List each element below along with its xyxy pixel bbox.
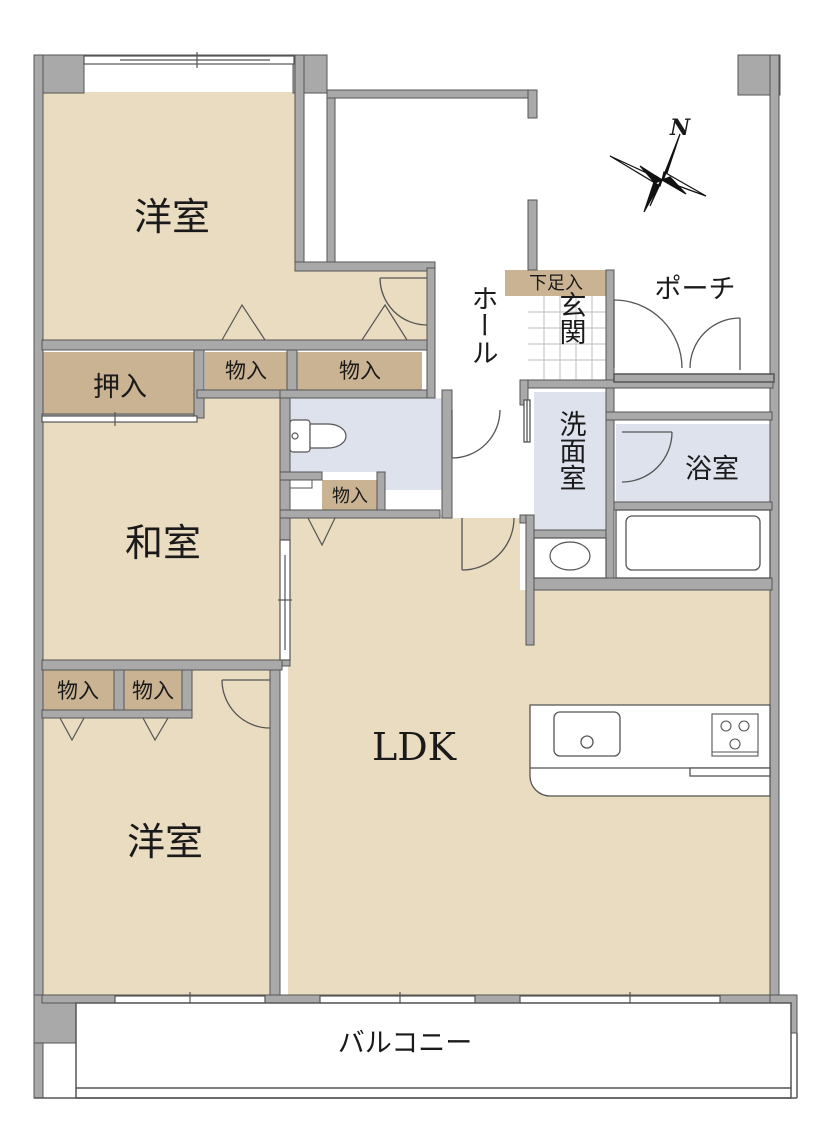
western-room-1-label: 洋室	[134, 195, 210, 239]
shoe-storage	[505, 270, 607, 296]
storage-label-1: 物入	[225, 359, 267, 383]
toilet-shelf	[289, 479, 313, 489]
washroom-label: 洗面室	[555, 410, 586, 491]
storage-closet-5	[124, 670, 182, 710]
balcony	[34, 1002, 798, 1099]
doors	[221, 277, 741, 729]
porch-railing	[613, 373, 775, 383]
japanese-room-label: 和室	[125, 521, 201, 565]
windows	[41, 52, 721, 1006]
closet-door-marks	[59, 303, 408, 742]
storage-closet-4	[42, 670, 114, 710]
shoe-storage-label: 下足入	[529, 273, 583, 294]
compass-north-label: N	[669, 115, 691, 141]
toilet-icon	[289, 419, 347, 453]
futon-closet	[42, 352, 194, 414]
western-room-1-floor	[42, 92, 427, 340]
ldk-label: LDK	[372, 725, 457, 769]
entrance-label: 玄関	[555, 291, 586, 345]
bathtub-icon	[615, 509, 771, 579]
compass-icon	[609, 133, 707, 213]
entrance-tile-grid	[528, 296, 608, 380]
storage-closet-1	[205, 352, 287, 390]
storage-label-4: 物入	[57, 679, 99, 703]
storage-closet-2	[297, 352, 422, 390]
porch-label: ポーチ	[655, 274, 736, 305]
storage-label-5: 物入	[132, 679, 174, 703]
storage-label-3: 物入	[332, 486, 368, 507]
storage-label-2: 物入	[339, 359, 381, 383]
toilet-floor	[290, 398, 442, 490]
balcony-label: バルコニー	[338, 1028, 472, 1059]
wash-basin-icon	[533, 537, 607, 579]
hall-label: ホール	[467, 285, 498, 366]
bathroom-label: 浴室	[685, 454, 739, 485]
japanese-room-floor	[42, 398, 280, 660]
western-room-2-label: 洋室	[127, 820, 203, 864]
futon-closet-label: 押入	[93, 372, 147, 403]
bathroom-floor	[616, 424, 770, 502]
washroom-floor	[534, 392, 606, 530]
storage-closet-3	[322, 480, 377, 510]
stove-icon	[711, 713, 759, 757]
kitchen-sink-icon	[553, 711, 621, 757]
